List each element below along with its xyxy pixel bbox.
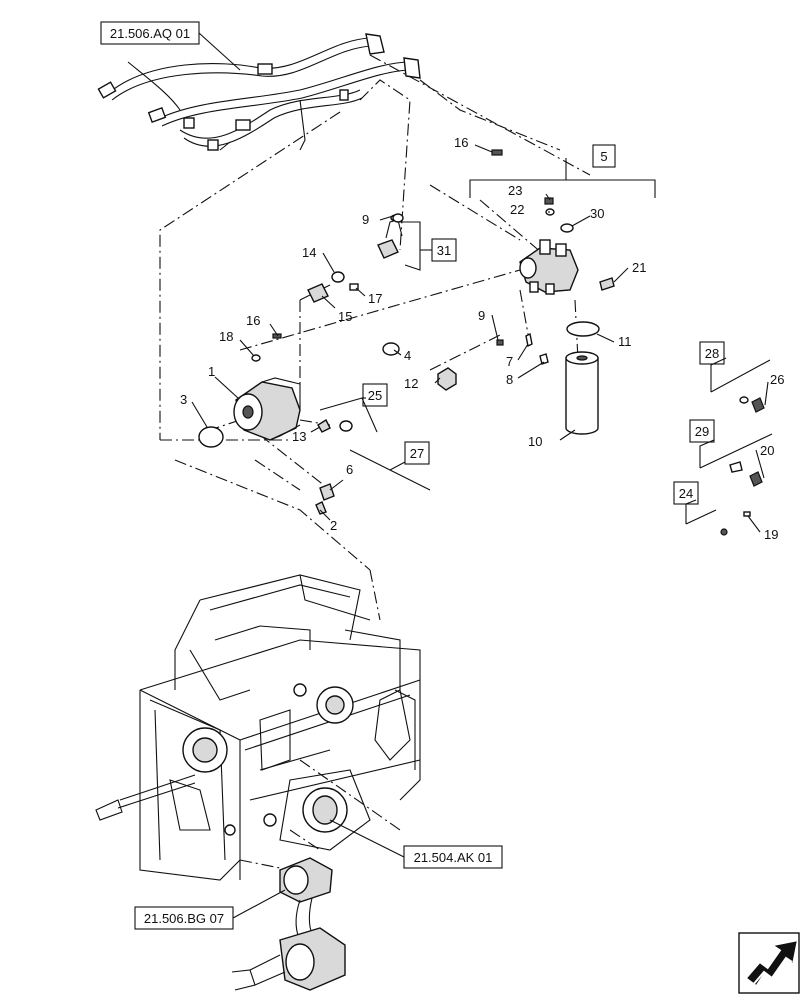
callout-11: 11 <box>618 334 632 349</box>
callout-numbers: 1 2 3 4 6 7 8 9 9 10 11 12 13 14 15 16 1… <box>180 135 784 542</box>
seal-8[interactable] <box>539 353 549 365</box>
boxed-callout-5[interactable]: 5 <box>592 144 616 168</box>
callout-7: 7 <box>506 354 513 369</box>
seal-17[interactable] <box>349 283 359 291</box>
screw-16-b[interactable] <box>491 149 503 156</box>
ref-label-bg07: 21.506.BG 07 <box>144 911 224 926</box>
transmission-housing[interactable] <box>95 574 421 881</box>
callout-4: 4 <box>404 348 411 363</box>
boxed-callout-31[interactable]: 31 <box>431 238 457 262</box>
callout-9-b: 9 <box>478 308 485 323</box>
callout-14: 14 <box>302 245 316 260</box>
svg-text:28: 28 <box>705 346 719 361</box>
ref-box-ak01[interactable]: 21.504.AK 01 <box>329 819 503 869</box>
svg-text:31: 31 <box>437 243 451 258</box>
kit-28[interactable] <box>710 357 771 413</box>
callout-2: 2 <box>330 518 337 533</box>
hydraulic-pump[interactable] <box>233 377 301 441</box>
callout-21: 21 <box>632 260 646 275</box>
callout-15: 15 <box>338 309 352 324</box>
svg-text:29: 29 <box>695 424 709 439</box>
callout-17: 17 <box>368 291 382 306</box>
fitting-2[interactable] <box>315 501 327 515</box>
plug-21[interactable] <box>599 277 615 291</box>
callout-3: 3 <box>180 392 187 407</box>
callout-26: 26 <box>770 372 784 387</box>
svg-text:5: 5 <box>600 149 607 164</box>
boxed-callout-25[interactable]: 25 <box>362 383 388 407</box>
ref-label-ak01: 21.504.AK 01 <box>414 850 493 865</box>
fitting-12[interactable] <box>437 367 457 391</box>
hose-assembly <box>97 33 421 151</box>
boxed-callout-29[interactable]: 29 <box>689 419 715 443</box>
washer-18[interactable] <box>251 354 261 362</box>
callout-19: 19 <box>764 527 778 542</box>
o-ring-14[interactable] <box>331 271 345 283</box>
plug-13[interactable] <box>317 418 331 433</box>
kit-24[interactable] <box>685 499 751 536</box>
ref-box-bg07[interactable]: 21.506.BG 07 <box>134 889 286 930</box>
seal-30[interactable] <box>560 223 574 233</box>
o-ring-4[interactable] <box>382 342 400 356</box>
callout-9-a: 9 <box>362 212 369 227</box>
connection-lines <box>159 54 591 871</box>
callout-1: 1 <box>208 364 215 379</box>
lower-pump-assembly[interactable] <box>231 857 346 991</box>
fitting-6[interactable] <box>319 483 335 501</box>
filter-head[interactable] <box>519 239 579 295</box>
svg-text:24: 24 <box>679 486 693 501</box>
callout-8: 8 <box>506 372 513 387</box>
ref-box-aq01[interactable]: 21.506.AQ 01 <box>100 21 241 71</box>
callout-6: 6 <box>346 462 353 477</box>
callout-16-b: 16 <box>454 135 468 150</box>
next-page-arrow-icon[interactable] <box>738 932 800 994</box>
boxed-callout-24[interactable]: 24 <box>673 481 699 505</box>
svg-text:27: 27 <box>410 446 424 461</box>
seal-9-a[interactable] <box>392 213 404 223</box>
callout-30: 30 <box>590 206 604 221</box>
callout-22: 22 <box>510 202 524 217</box>
boxed-callout-28[interactable]: 28 <box>699 341 725 365</box>
filter-cartridge[interactable] <box>565 351 599 435</box>
boxed-callout-27[interactable]: 27 <box>404 441 430 465</box>
callout-12: 12 <box>404 376 418 391</box>
screw-9-b[interactable] <box>496 339 504 346</box>
o-ring-11[interactable] <box>566 321 600 337</box>
cap-13[interactable] <box>339 420 353 432</box>
callout-18: 18 <box>219 329 233 344</box>
callout-16-a: 16 <box>246 313 260 328</box>
callout-brackets <box>319 158 656 491</box>
ref-label-aq01: 21.506.AQ 01 <box>110 26 190 41</box>
callout-20: 20 <box>760 443 774 458</box>
callout-10: 10 <box>528 434 542 449</box>
callout-23: 23 <box>508 183 522 198</box>
plug-7[interactable] <box>525 332 533 348</box>
callout-13: 13 <box>292 429 306 444</box>
leader-lines <box>191 144 769 533</box>
o-ring-3[interactable] <box>198 426 224 448</box>
svg-text:25: 25 <box>368 388 382 403</box>
